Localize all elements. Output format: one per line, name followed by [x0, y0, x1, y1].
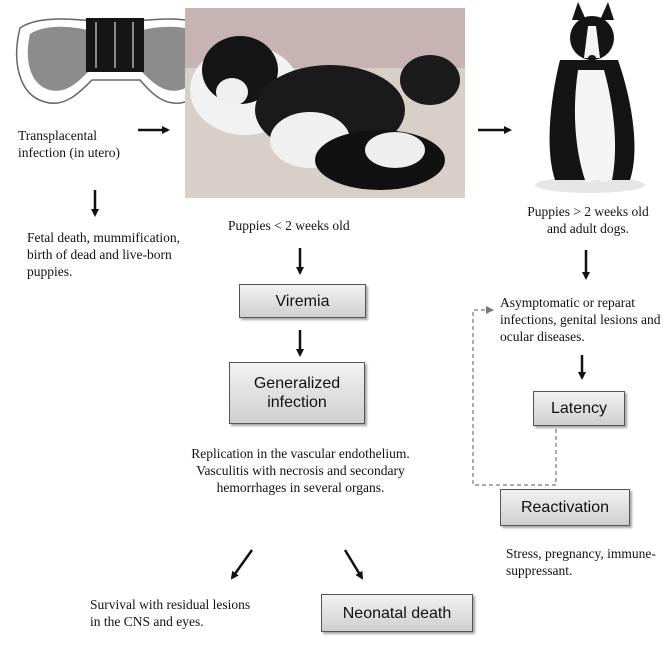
adult-dog-photo	[535, 2, 645, 193]
asymptomatic-label: Asymptomatic or reparat infections, geni…	[500, 294, 663, 345]
puppies-old-label: Puppies > 2 weeks old and adult dogs.	[518, 203, 658, 237]
survival-label: Survival with residual lesions in the CN…	[90, 596, 260, 630]
fetal-outcome-label: Fetal death, mummification, birth of dea…	[27, 229, 187, 280]
replication-label: Replication in the vascular endothelium.…	[188, 445, 413, 496]
stress-label: Stress, pregnancy, immune-suppressant.	[506, 545, 656, 579]
generalized-infection-box: Generalized infection	[229, 362, 365, 424]
transplacental-label: Transplacental infection (in utero)	[18, 127, 138, 161]
puppies-young-label: Puppies < 2 weeks old	[228, 217, 388, 234]
viremia-box: Viremia	[239, 284, 366, 318]
placenta-illustration	[17, 18, 214, 103]
neonatal-death-box: Neonatal death	[321, 594, 473, 632]
arrow-to-neonatal	[345, 550, 362, 578]
arrow-to-survival	[232, 550, 252, 578]
reactivation-box: Reactivation	[500, 489, 630, 526]
latency-box: Latency	[533, 391, 625, 426]
puppies-photo	[185, 8, 465, 198]
